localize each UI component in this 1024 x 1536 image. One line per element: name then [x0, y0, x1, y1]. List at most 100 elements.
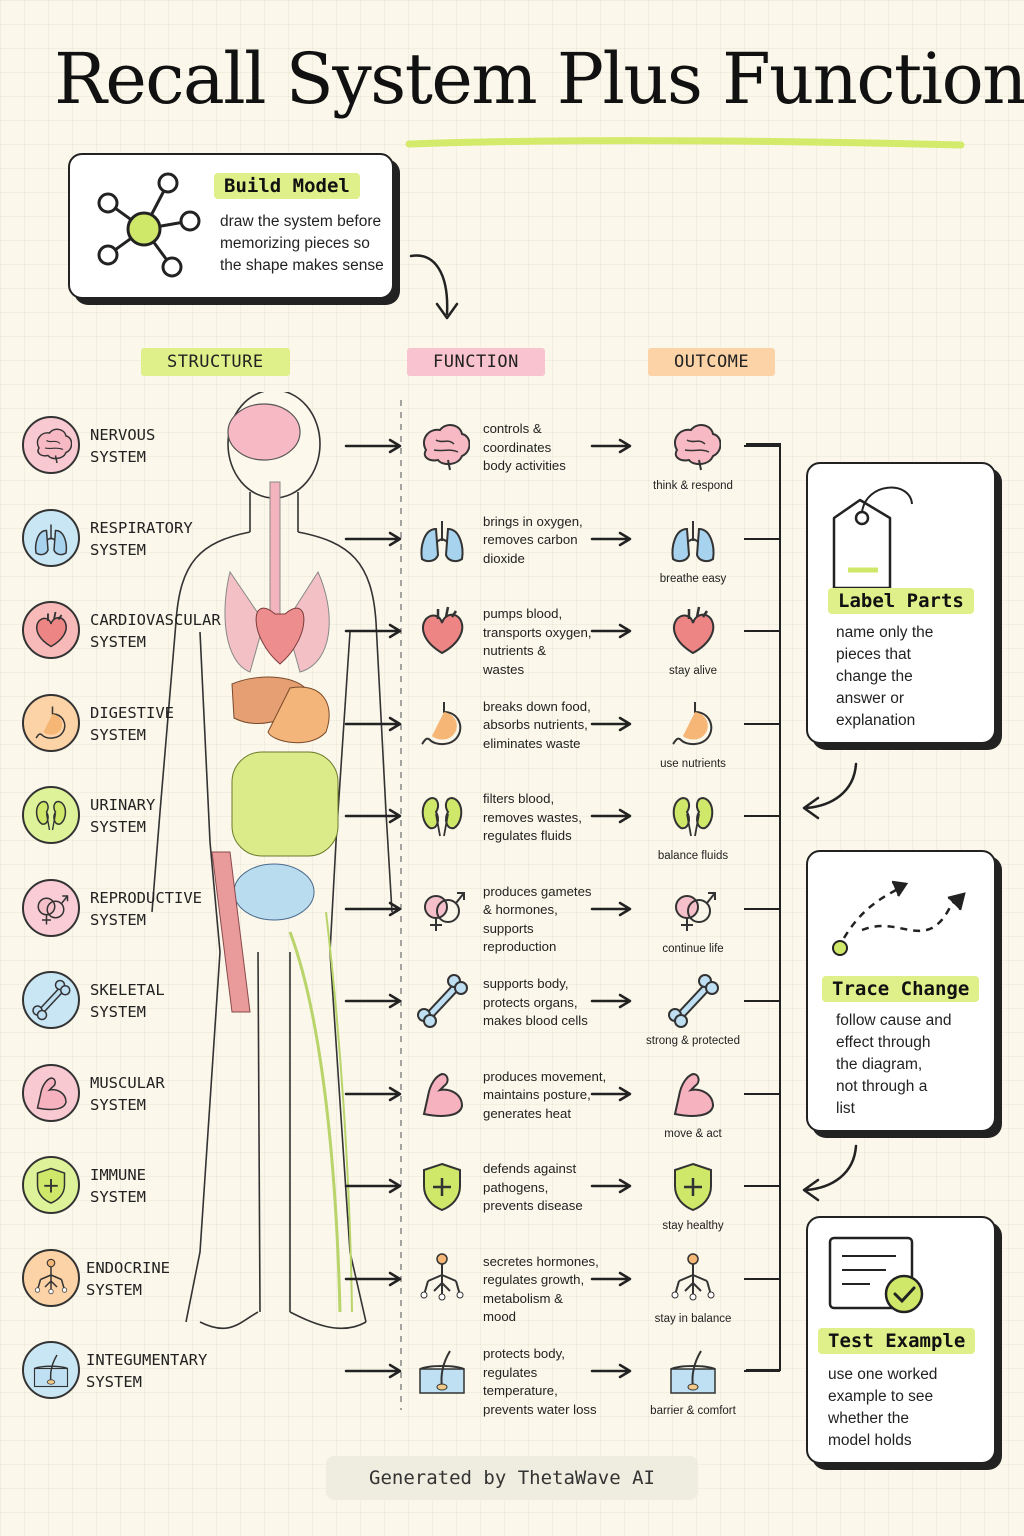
arrow-right-icon	[344, 531, 402, 546]
outcome-caption: stay in balance	[654, 1312, 732, 1325]
arrow-right-icon	[590, 993, 632, 1009]
outcome-shield-icon	[665, 1158, 721, 1214]
outcome-caption: balance fluids	[657, 850, 729, 862]
outcome-caption: stay healthy	[662, 1220, 724, 1232]
test-example-desc: use one worked example to see whether th…	[828, 1366, 938, 1449]
arrow-right-icon	[344, 623, 402, 639]
structure-gender-symbols-icon	[22, 878, 80, 937]
function-kidneys-icon	[414, 788, 470, 844]
structure-lungs-icon	[22, 508, 80, 567]
outcome-lungs-icon	[665, 511, 721, 567]
arrow-right-icon	[344, 808, 402, 824]
trace-change-heading: Trace Change	[822, 976, 980, 1002]
function-text: breaks down food,absorbs nutrients,elimi…	[483, 698, 591, 751]
arrow-right-icon	[590, 1178, 632, 1194]
outcome-caption: use nutrients	[660, 757, 726, 770]
skin-icon	[33, 1354, 69, 1388]
curved-arrow-left-icon	[802, 1144, 858, 1202]
outcome-caption: breathe easy	[659, 572, 727, 585]
structure-skin-icon	[22, 1341, 80, 1399]
arrow-right-icon	[344, 1363, 402, 1379]
arrow-right-icon	[344, 993, 402, 1009]
outcome-heart-icon	[665, 603, 721, 659]
outcome-connector	[744, 445, 780, 447]
lungs-icon	[34, 524, 68, 555]
column-divider	[400, 400, 402, 1410]
muscle-icon	[36, 1076, 67, 1110]
tag-icon	[832, 486, 913, 590]
label-parts-card: Label Parts name only the pieces that ch…	[806, 462, 996, 744]
structure-brain-icon	[22, 416, 80, 474]
structure-header: STRUCTURE	[141, 348, 290, 376]
gland-icon	[34, 1258, 68, 1294]
function-heart-icon	[414, 603, 470, 659]
structure-muscle-icon	[22, 1063, 80, 1122]
function-skin-icon	[414, 1343, 470, 1399]
arrow-right-icon	[344, 716, 402, 731]
arrow-right-icon	[590, 901, 632, 916]
outcome-connector	[744, 1000, 780, 1002]
outcome-caption: think & respond	[653, 480, 733, 492]
arrow-right-icon	[590, 1363, 632, 1379]
outcome-connector	[744, 722, 780, 725]
function-text: secretes hormones,regulates growth,metab…	[483, 1253, 599, 1325]
outcome-brain-icon	[665, 418, 722, 474]
bone-icon	[32, 979, 71, 1021]
heart-icon	[36, 611, 67, 648]
arrow-right-icon	[590, 1271, 632, 1286]
curved-arrow-left-icon	[802, 762, 858, 820]
shield-icon	[36, 1167, 66, 1204]
network-icon	[97, 172, 201, 278]
outcome-bracket	[746, 443, 781, 1371]
function-header: FUNCTION	[407, 348, 545, 376]
page-title: Recall System Plus Function	[54, 38, 1024, 120]
function-lungs-icon	[414, 511, 470, 567]
structure-gland-icon	[22, 1248, 80, 1307]
outcome-bone-icon	[665, 973, 721, 1029]
structure-kidneys-icon	[22, 786, 80, 844]
structure-heart-icon	[22, 601, 80, 659]
arrow-right-icon	[344, 1178, 402, 1194]
outcome-kidneys-icon	[665, 788, 721, 844]
function-muscle-icon	[414, 1066, 470, 1122]
function-text: filters blood,removes wastes,regulates f…	[483, 791, 582, 843]
brain-icon	[36, 428, 72, 464]
outcome-header: OUTCOME	[648, 348, 776, 376]
test-example-card: Test Example use one worked example to s…	[806, 1216, 996, 1464]
outcome-skin-icon	[665, 1343, 721, 1399]
structure-stomach-icon	[22, 693, 80, 752]
gender-symbols-icon	[37, 894, 69, 924]
arrow-right-icon	[344, 901, 402, 916]
function-bone-icon	[414, 973, 470, 1029]
stomach-icon	[35, 706, 66, 739]
human-body-illustration	[151, 392, 393, 1330]
arrow-right-icon	[590, 438, 632, 454]
arrow-right-icon	[590, 1086, 632, 1101]
build-model-card: Build Model draw the system before memor…	[68, 153, 394, 299]
title-underline	[405, 137, 965, 149]
outcome-gender-symbols-icon	[665, 881, 721, 937]
outcome-stomach-icon	[665, 696, 721, 752]
arrow-right-icon	[344, 1271, 402, 1286]
arrow-right-icon	[344, 438, 402, 454]
outcome-connector	[744, 537, 780, 540]
label-parts-desc: name only the pieces that change the ans…	[836, 624, 934, 729]
function-stomach-icon	[414, 696, 470, 752]
outcome-connector	[744, 815, 780, 817]
function-gender-symbols-icon	[414, 881, 470, 937]
